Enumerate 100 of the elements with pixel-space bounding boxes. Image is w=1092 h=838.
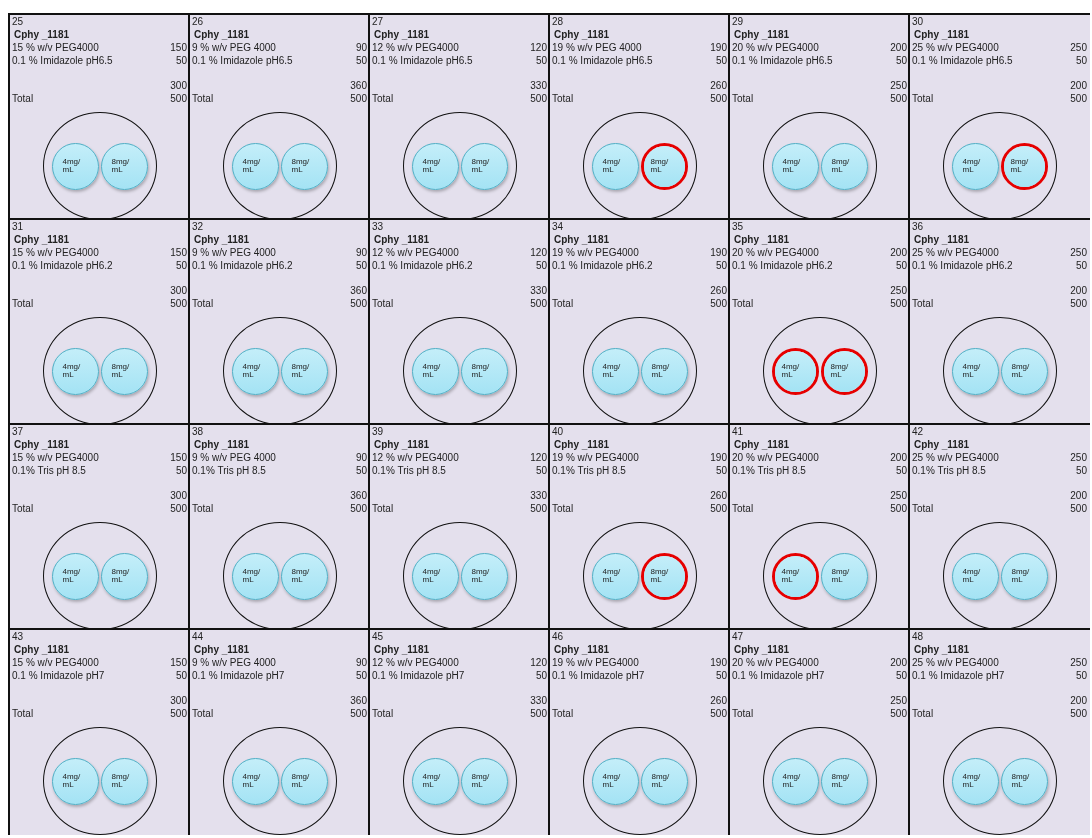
volume-value: 150 (170, 451, 187, 464)
protein-name: Cphy _1181 (734, 643, 790, 656)
well-panel (548, 13, 730, 220)
total-label: Total (912, 92, 934, 105)
total-label: Total (12, 502, 34, 515)
protein-name: Cphy _1181 (734, 28, 790, 41)
well-panel (368, 218, 550, 425)
sample-drop: 8mg/ mL (640, 757, 688, 805)
reagent-name: 15 % w/v PEG4000 (12, 451, 99, 464)
volume-value: 50 (895, 259, 907, 272)
sample-drop: 4mg/ mL (771, 142, 819, 190)
sample-drop: 4mg/ mL (411, 142, 459, 190)
volume-value: 500 (710, 707, 727, 720)
total-label: Total (732, 297, 754, 310)
volume-value: 330 (530, 79, 547, 92)
volume-value: 120 (530, 41, 547, 54)
sample-drop: 4mg/ mL (231, 142, 279, 190)
total-label: Total (192, 92, 214, 105)
reagent-name: 20 % w/v PEG4000 (732, 451, 819, 464)
volume-value: 360 (350, 79, 367, 92)
well-number: 25 (12, 16, 24, 28)
reagent-name: 9 % w/v PEG 4000 (192, 246, 276, 259)
sample-drop: 8mg/ mL (1000, 347, 1048, 395)
volume-value: 50 (355, 259, 367, 272)
sample-drop: 8mg/ mL (460, 757, 508, 805)
volume-value: 50 (895, 54, 907, 67)
volume-value: 200 (1070, 489, 1087, 502)
protein-name: Cphy _1181 (734, 438, 790, 451)
buffer-name: 0.1% Tris pH 8.5 (912, 464, 986, 477)
well-panel (188, 218, 370, 425)
well-panel (728, 423, 910, 630)
reagent-name: 20 % w/v PEG4000 (732, 656, 819, 669)
sample-drop: 8mg/ mL (100, 347, 148, 395)
sample-drop: 8mg/ mL (280, 552, 328, 600)
reagent-name: 12 % w/v PEG4000 (372, 41, 459, 54)
protein-name: Cphy _1181 (374, 233, 430, 246)
sample-drop: 4mg/ mL (951, 347, 999, 395)
sample-drop: 4mg/ mL (411, 757, 459, 805)
volume-value: 300 (170, 489, 187, 502)
volume-value: 330 (530, 694, 547, 707)
reagent-name: 25 % w/v PEG4000 (912, 656, 999, 669)
buffer-name: 0.1 % Imidazole pH6.2 (12, 259, 113, 272)
reagent-name: 20 % w/v PEG4000 (732, 41, 819, 54)
volume-value: 50 (895, 464, 907, 477)
sample-drop: 8mg/ mL (280, 757, 328, 805)
volume-value: 200 (890, 656, 907, 669)
protein-name: Cphy _1181 (914, 643, 970, 656)
volume-value: 50 (355, 669, 367, 682)
sample-drop: 4mg/ mL (411, 347, 459, 395)
sample-drop: 8mg/ mL (820, 757, 868, 805)
well-number: 30 (912, 16, 924, 28)
well-number: 45 (372, 631, 384, 643)
sample-drop: 4mg/ mL (951, 142, 999, 190)
reagent-name: 12 % w/v PEG4000 (372, 246, 459, 259)
buffer-name: 0.1 % Imidazole pH6.2 (912, 259, 1013, 272)
volume-value: 500 (350, 92, 367, 105)
protein-name: Cphy _1181 (554, 28, 610, 41)
reagent-name: 12 % w/v PEG4000 (372, 656, 459, 669)
well-number: 43 (12, 631, 24, 643)
volume-value: 200 (890, 41, 907, 54)
sample-drop: 4mg/ mL (774, 350, 816, 392)
volume-value: 150 (170, 41, 187, 54)
total-label: Total (552, 707, 574, 720)
sample-drop: 8mg/ mL (1000, 757, 1048, 805)
volume-value: 50 (175, 54, 187, 67)
volume-value: 50 (535, 669, 547, 682)
well-number: 26 (192, 16, 204, 28)
volume-value: 330 (530, 284, 547, 297)
volume-value: 250 (890, 79, 907, 92)
buffer-name: 0.1 % Imidazole pH6.5 (372, 54, 473, 67)
total-label: Total (372, 92, 394, 105)
protein-name: Cphy _1181 (554, 438, 610, 451)
reagent-name: 25 % w/v PEG4000 (912, 246, 999, 259)
sample-drop: 8mg/ mL (643, 145, 685, 187)
buffer-name: 0.1 % Imidazole pH7 (732, 669, 825, 682)
volume-value: 250 (1070, 246, 1087, 259)
sample-drop: 4mg/ mL (231, 552, 279, 600)
volume-value: 360 (350, 489, 367, 502)
volume-value: 50 (715, 54, 727, 67)
volume-value: 500 (170, 92, 187, 105)
sample-drop: 4mg/ mL (51, 757, 99, 805)
well-number: 37 (12, 426, 24, 438)
volume-value: 200 (890, 451, 907, 464)
volume-value: 500 (710, 297, 727, 310)
protein-name: Cphy _1181 (194, 28, 250, 41)
volume-value: 250 (1070, 451, 1087, 464)
volume-value: 50 (1075, 669, 1087, 682)
volume-value: 200 (890, 246, 907, 259)
reagent-name: 20 % w/v PEG4000 (732, 246, 819, 259)
well-number: 28 (552, 16, 564, 28)
sample-drop: 4mg/ mL (591, 757, 639, 805)
reagent-name: 15 % w/v PEG4000 (12, 246, 99, 259)
volume-value: 120 (530, 451, 547, 464)
well-panel (548, 423, 730, 630)
total-label: Total (372, 502, 394, 515)
volume-value: 50 (355, 54, 367, 67)
volume-value: 500 (530, 297, 547, 310)
well-panel (8, 13, 190, 220)
total-label: Total (192, 707, 214, 720)
volume-value: 500 (530, 707, 547, 720)
